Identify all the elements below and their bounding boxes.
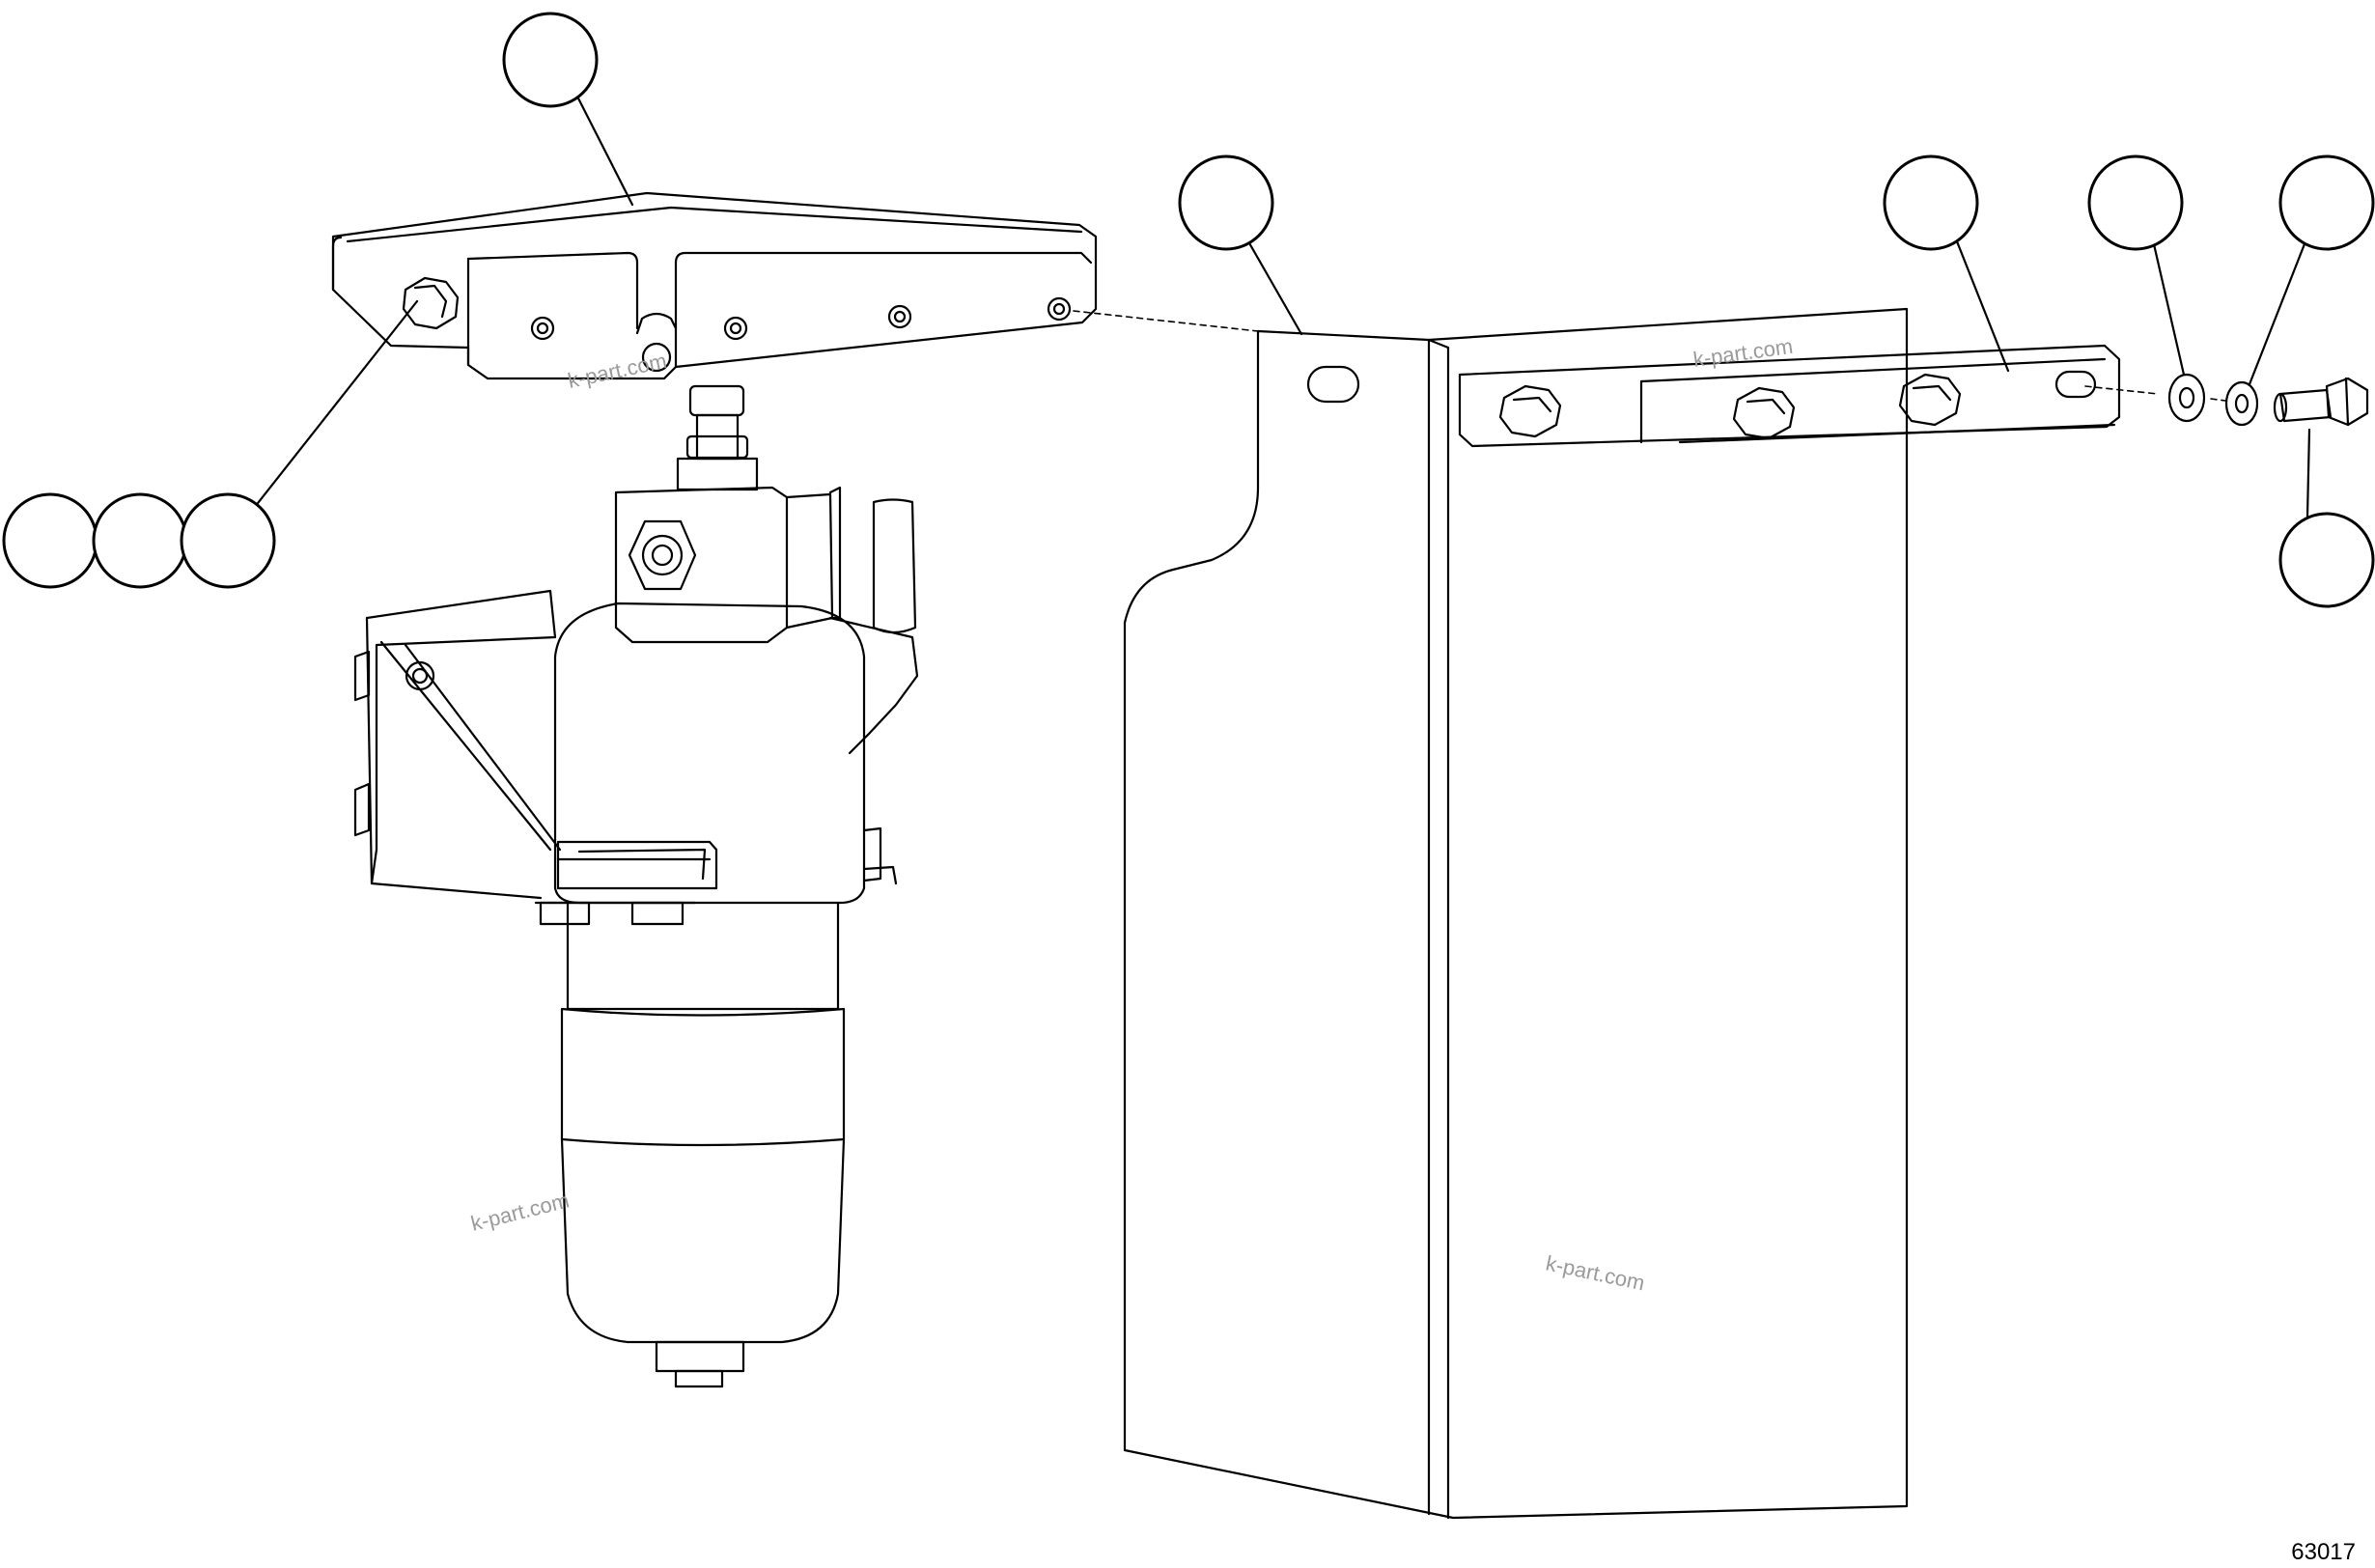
top-mounting-bracket xyxy=(331,191,1098,380)
fuel-filter-assembly xyxy=(353,384,919,1388)
support-bar xyxy=(1458,344,2121,448)
callout-4 xyxy=(2087,154,2184,251)
watermark-text: k-part.com xyxy=(566,349,669,393)
watermark-text: k-part.com xyxy=(468,1188,572,1235)
mounting-plate xyxy=(1123,307,1909,1520)
washer-flat xyxy=(2167,373,2206,423)
callout-2 xyxy=(1178,154,1274,251)
callout-5 xyxy=(2278,154,2375,251)
hex-bolt xyxy=(2273,377,2369,427)
callout-3 xyxy=(1883,154,1979,251)
callout-6 xyxy=(2278,512,2375,608)
callout-7 xyxy=(2,492,98,589)
callout-8 xyxy=(92,492,188,589)
callout-1 xyxy=(502,12,599,108)
watermark-text: k-part.com xyxy=(1544,1250,1647,1295)
watermark-text: k-part.com xyxy=(1691,334,1794,372)
washer-lock xyxy=(2224,380,2259,427)
callout-9 xyxy=(180,492,276,589)
figure-number: 63017 xyxy=(2291,1539,2356,1565)
